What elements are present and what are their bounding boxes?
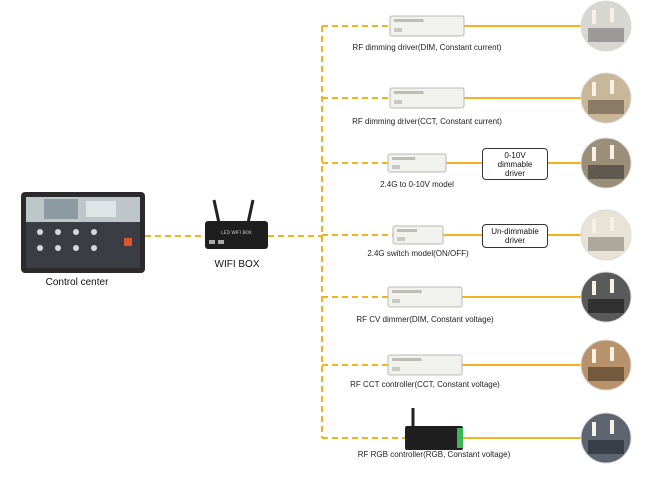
tablet-scene-icons — [37, 229, 97, 251]
scene-photos — [580, 0, 632, 464]
driver-box-4: Un-dimmable driver — [482, 224, 548, 248]
scene-photo-6 — [580, 339, 632, 391]
branch-label-2: RF dimming driver(CCT, Constant current) — [352, 117, 502, 126]
device-2 — [389, 87, 465, 109]
wifi-box-label: WIFI BOX — [214, 259, 260, 270]
device-3 — [387, 153, 447, 173]
scene-photo-3 — [580, 137, 632, 189]
driver-box-3: 0-10V dimmable driver — [482, 148, 548, 180]
device-7 — [405, 408, 463, 450]
wifi-box-device-text: LED WIFI BOX — [221, 230, 252, 236]
connection-lines — [145, 26, 323, 438]
branch-label-1: RF dimming driver(DIM, Constant current) — [352, 43, 502, 52]
scene-photo-5 — [580, 271, 632, 323]
devices — [387, 15, 465, 450]
branch-lines — [322, 25, 582, 439]
wifi-box-device: LED WIFI BOX — [205, 199, 268, 249]
control-center-label: Control center — [45, 277, 109, 288]
device-5 — [387, 286, 463, 308]
branch-label-7: RF RGB controller(RGB, Constant voltage) — [357, 450, 511, 459]
scene-photo-7 — [580, 412, 632, 464]
scene-photo-2 — [580, 72, 632, 124]
branch-label-4: 2.4G switch model(ON/OFF) — [367, 249, 469, 258]
branch-label-5: RF CV dimmer(DIM, Constant voltage) — [356, 315, 494, 324]
branch-label-6: RF CCT controller(CCT, Constant voltage) — [350, 380, 500, 389]
device-6 — [387, 354, 463, 376]
scene-photo-1 — [580, 0, 632, 52]
device-4 — [392, 225, 444, 245]
tablet-red-button — [124, 238, 132, 246]
scene-photo-4 — [580, 209, 632, 261]
control-center-tablet — [21, 192, 145, 273]
branch-label-3: 2.4G to 0-10V model — [380, 180, 454, 189]
device-1 — [389, 15, 465, 37]
